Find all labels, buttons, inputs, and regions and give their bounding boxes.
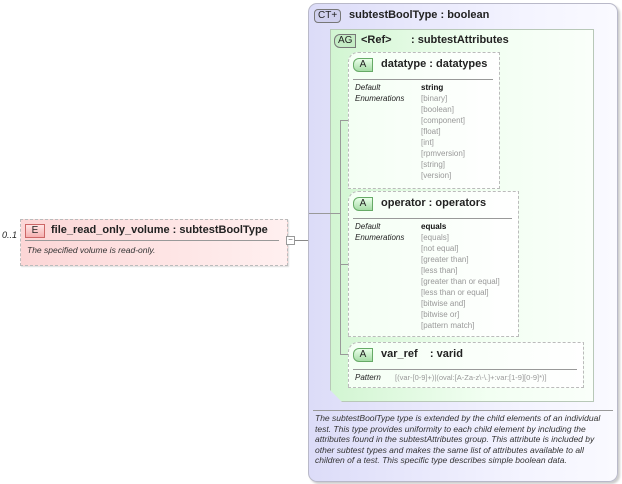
complex-type-badge: CT+ xyxy=(314,9,342,23)
attribute-group-badge: AG xyxy=(334,34,356,48)
attribute-title: var_ref : varid xyxy=(381,348,463,360)
enumeration: [pattern match] xyxy=(421,321,475,330)
collapse-button[interactable]: − xyxy=(286,236,295,245)
attribute-badge: A xyxy=(353,58,373,72)
occurrence-label: 0..1 xyxy=(2,230,18,240)
enumeration: [binary] xyxy=(421,94,448,103)
enumeration: [float] xyxy=(421,127,441,136)
element-box[interactable]: E file_read_only_volume : subtestBoolTyp… xyxy=(20,219,288,266)
pattern-value: [(var-[0-9]+)|(oval:[A-Za-z\-\.]+:var:[1… xyxy=(395,373,547,382)
enumeration: [boolean] xyxy=(421,105,454,114)
divider xyxy=(313,410,613,411)
enumeration-list: [binary] [boolean] [component] [float] [… xyxy=(421,93,465,181)
enumeration: [version] xyxy=(421,171,452,180)
enumeration-list: [equals] [not equal] [greater than] [les… xyxy=(421,232,500,331)
complex-type-title: subtestBoolType : boolean xyxy=(349,9,490,21)
enumerations-label: Enumerations xyxy=(355,233,405,242)
attribute-datatype[interactable]: A datatype : datatypes Default Enumerati… xyxy=(348,52,500,189)
element-badge: E xyxy=(25,224,45,238)
divider xyxy=(353,218,512,219)
default-label: Default xyxy=(355,222,381,231)
attribute-title: operator : operators xyxy=(381,197,487,209)
enumeration: [bitwise or] xyxy=(421,310,460,319)
attribute-title: datatype : datatypes xyxy=(381,58,488,70)
enumeration: [bitwise and] xyxy=(421,299,466,308)
default-value: equals xyxy=(421,222,447,231)
divider xyxy=(353,369,577,370)
enumeration: [string] xyxy=(421,160,446,169)
enumeration: [less than] xyxy=(421,266,458,275)
divider xyxy=(353,79,493,80)
divider xyxy=(25,240,279,241)
attribute-operator[interactable]: A operator : operators Default Enumerati… xyxy=(348,191,519,337)
enumerations-label: Enumerations xyxy=(355,94,405,103)
attribute-badge: A xyxy=(353,197,373,211)
pattern-label: Pattern xyxy=(355,373,381,382)
element-description: The specified volume is read-only. xyxy=(27,245,156,255)
enumeration: [equals] xyxy=(421,233,450,242)
attribute-var-ref[interactable]: A var_ref : varid Pattern [(var-[0-9]+)|… xyxy=(348,342,584,388)
enumeration: [greater than or equal] xyxy=(421,277,500,286)
enumeration: [rpmversion] xyxy=(421,149,466,158)
enumeration: [int] xyxy=(421,138,434,147)
attribute-group-name: : subtestAttributes xyxy=(411,34,509,46)
enumeration: [less than or equal] xyxy=(421,288,489,297)
enumeration: [not equal] xyxy=(421,244,459,253)
attribute-group-ref: <Ref> xyxy=(361,34,392,46)
complex-type-description: The subtestBoolType type is extended by … xyxy=(315,413,601,466)
enumeration: [greater than] xyxy=(421,255,469,264)
default-label: Default xyxy=(355,83,381,92)
element-title: file_read_only_volume : subtestBoolType xyxy=(51,224,268,236)
attribute-badge: A xyxy=(353,348,373,362)
enumeration: [component] xyxy=(421,116,466,125)
default-value: string xyxy=(421,83,444,92)
